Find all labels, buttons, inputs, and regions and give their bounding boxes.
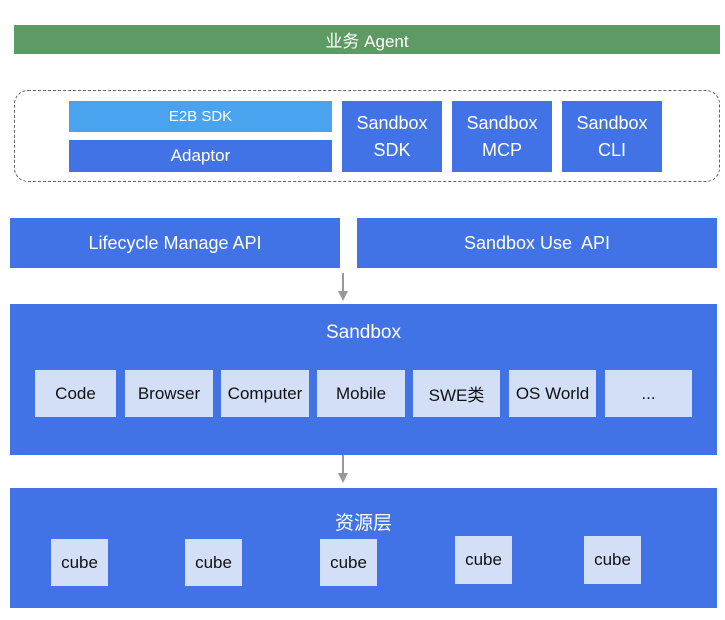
sandbox-mcp-box: Sandbox MCP [452,101,552,172]
down-arrow-icon [338,455,348,483]
cube-box: cube [51,539,108,586]
adaptor-label: Adaptor [170,146,231,165]
cube-label: cube [61,552,98,572]
sandbox-cli-line2: CLI [597,139,626,160]
sandbox-item-label: Mobile [335,383,387,403]
lifecycle-api-label: Lifecycle Manage API [88,232,262,253]
sandbox-use-api-box: Sandbox Use API [357,218,717,268]
cube-label: cube [465,550,502,569]
sandbox-sdk-line2: SDK [373,139,411,160]
resource-layer-title: 资源层 [334,513,392,534]
sandbox-item-mobile: Mobile [317,370,405,417]
sandbox-item-label: ... [641,383,656,403]
sandbox-sdk-line1: Sandbox [356,113,428,134]
sandbox-item-os-world: OS World [509,370,596,417]
cube-box: cube [320,539,377,586]
sandbox-item-label: Code [55,383,96,403]
sandbox-item-label: Browser [137,383,201,403]
cube-label: cube [330,552,367,572]
e2b-sdk-box: E2B SDK [69,101,332,132]
sandbox-cli-box: Sandbox CLI [562,101,662,172]
sandbox-item-browser: Browser [125,370,213,417]
sandbox-item-code: Code [35,370,116,417]
sandbox-panel-title: Sandbox [325,322,401,343]
cube-box: cube [455,536,512,584]
cube-label: cube [594,550,631,569]
sandbox-item-label: OS World [515,383,590,403]
business-agent-bar: 业务 Agent [14,25,720,54]
sandbox-cli-line1: Sandbox [576,113,648,134]
sandbox-item-label: Computer [227,383,303,403]
sandbox-item-computer: Computer [221,370,309,417]
business-agent-label: 业务 Agent [325,32,409,51]
cube-box: cube [185,539,242,586]
sandbox-mcp-line2: MCP [482,139,522,160]
sdk-group-border [14,90,720,182]
e2b-sdk-label: E2B SDK [168,108,233,125]
lifecycle-api-box: Lifecycle Manage API [10,218,340,268]
sandbox-item-swe: SWE类 [413,370,500,417]
down-arrow-icon [338,273,348,301]
sandbox-use-api-label: Sandbox Use API [463,232,611,253]
cube-label: cube [195,552,232,572]
sandbox-sdk-box: Sandbox SDK [342,101,442,172]
sandbox-item-more: ... [605,370,692,417]
cube-box: cube [584,536,641,584]
adaptor-box: Adaptor [69,140,332,172]
sandbox-mcp-line1: Sandbox [466,113,538,134]
sandbox-item-label: SWE类 [428,386,485,405]
